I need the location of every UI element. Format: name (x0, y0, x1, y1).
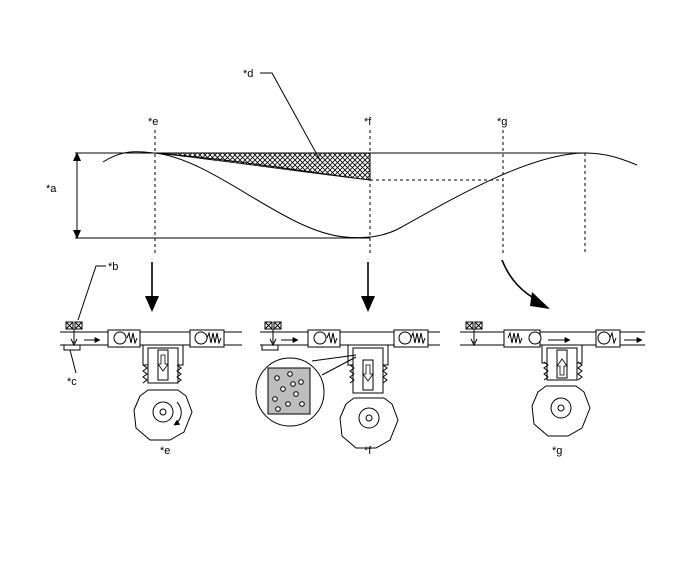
label-e-bottom: *e (160, 445, 170, 457)
label-g-top: *g (497, 116, 507, 128)
cam-lift-curve (154, 152, 638, 239)
label-f-top: *f (364, 116, 372, 128)
transition-arrows (145, 259, 550, 312)
leader-c (69, 349, 77, 374)
pump-state-f: *f (255, 321, 440, 457)
fuel-quantity-curve (102, 151, 371, 181)
label-d: *d (243, 68, 253, 80)
leader-d (260, 72, 321, 161)
cam-icon (133, 389, 193, 441)
spring-icon (126, 331, 138, 345)
label-e-top: *e (148, 116, 158, 128)
pump-state-g: *g (460, 321, 645, 457)
magnified-fuel-view-icon (255, 354, 357, 427)
leader-b (77, 265, 106, 321)
label-b: *b (108, 261, 118, 273)
label-a: *a (46, 183, 57, 195)
label-f-bottom: *f (364, 445, 372, 457)
pump-state-e: *e (60, 321, 242, 457)
label-c: *c (67, 376, 77, 388)
check-ball-valve-icon (113, 331, 127, 345)
solenoid-valve-icon (65, 321, 83, 347)
label-g-bottom: *g (552, 445, 562, 457)
cam-lift-graph: *a *e *f *g *d (46, 68, 638, 253)
